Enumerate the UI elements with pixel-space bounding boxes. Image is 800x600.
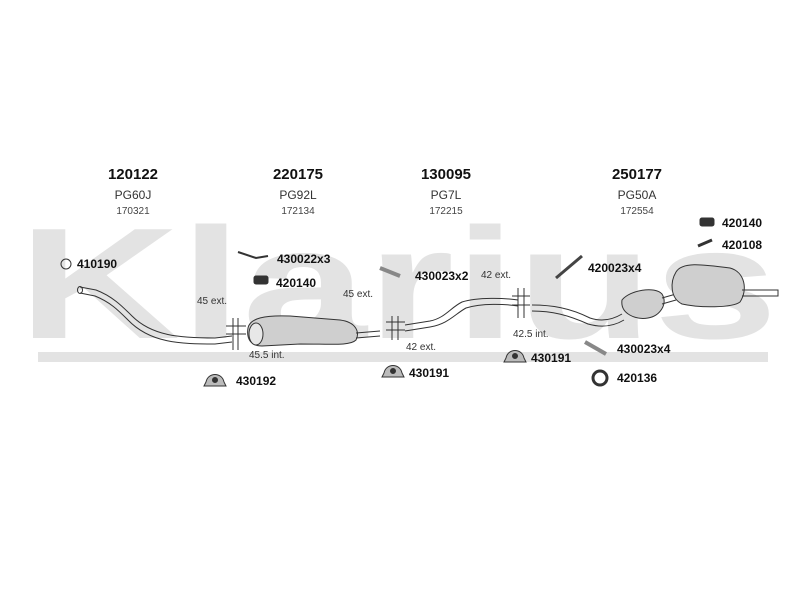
strap-icon xyxy=(379,266,401,278)
part-430191-right: 430191 xyxy=(531,351,572,365)
rear-silencer xyxy=(671,264,745,308)
part-430023x2: 430023x2 xyxy=(415,269,469,283)
section-2-code: PG92L xyxy=(279,188,317,202)
part-420140-left: 420140 xyxy=(276,276,317,290)
dimension-45-5-int: 45.5 int. xyxy=(249,350,285,361)
spring-icon xyxy=(555,254,583,280)
part-430022x3: 430022x3 xyxy=(277,252,331,266)
part-420136: 420136 xyxy=(617,371,658,385)
part-420023x4: 420023x4 xyxy=(588,261,642,275)
section-4-number: 172554 xyxy=(620,206,654,217)
section-1-code: PG60J xyxy=(114,188,152,202)
clamp-icon-right xyxy=(699,217,715,227)
part-430191-mid: 430191 xyxy=(409,366,450,380)
section-4-part-number: 250177 xyxy=(611,166,663,183)
clamp-icon xyxy=(253,275,269,285)
centre-silencer xyxy=(247,315,358,347)
front-pipe xyxy=(79,286,233,339)
dimension-45-ext-mid: 45 ext. xyxy=(343,289,374,300)
section-2-number: 172134 xyxy=(281,206,315,217)
rear-pipe xyxy=(531,304,623,321)
section-1-number: 170321 xyxy=(116,206,150,217)
part-420108: 420108 xyxy=(722,238,763,252)
watermark-logo: Klarius xyxy=(18,196,778,372)
front-pipe-inlet xyxy=(77,286,83,294)
intermediate-pipe xyxy=(404,297,519,326)
part-430023x4: 430023x4 xyxy=(617,342,671,356)
dimension-45-ext-left: 45 ext. xyxy=(197,296,228,307)
rear-pre-silencer xyxy=(621,289,665,319)
bolt-icon xyxy=(697,238,713,248)
section-3-part-number: 130095 xyxy=(420,166,472,183)
section-3-code: PG7L xyxy=(430,188,462,202)
dimension-42-ext-top: 42 ext. xyxy=(481,270,512,281)
dimension-42-ext-bottom: 42 ext. xyxy=(406,342,437,353)
section-4-code: PG50A xyxy=(617,188,657,202)
gasket-icon xyxy=(591,369,609,387)
bracket-icon xyxy=(237,251,269,260)
part-420140-right: 420140 xyxy=(722,216,763,230)
dimension-42-5-int: 42.5 int. xyxy=(513,329,549,340)
part-430192: 430192 xyxy=(236,374,277,388)
part-410190: 410190 xyxy=(77,257,118,271)
watermark-bar xyxy=(38,352,768,362)
strap-icon-right xyxy=(584,340,607,356)
section-2-part-number: 220175 xyxy=(272,166,324,183)
ring-icon xyxy=(60,258,72,270)
section-3-number: 172215 xyxy=(429,206,463,217)
section-1-part-number: 120122 xyxy=(107,166,159,183)
